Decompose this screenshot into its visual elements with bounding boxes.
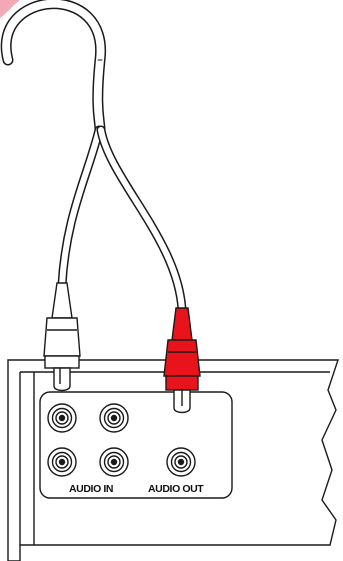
jack-audio-in-top-left [47, 403, 77, 433]
jack-audio-out [166, 447, 196, 477]
corner-accent [0, 0, 20, 18]
red-rca-plug [163, 307, 201, 414]
white-rca-plug [43, 282, 81, 392]
audio-in-label: AUDIO IN [69, 483, 113, 495]
jack-audio-in-top-right [99, 403, 129, 433]
jack-audio-in-bottom-left [47, 447, 77, 477]
cable-bundle [0, 0, 187, 315]
audio-out-label: AUDIO OUT [148, 483, 204, 495]
jack-audio-in-bottom-right [99, 447, 129, 477]
rca-jacks [47, 403, 196, 477]
